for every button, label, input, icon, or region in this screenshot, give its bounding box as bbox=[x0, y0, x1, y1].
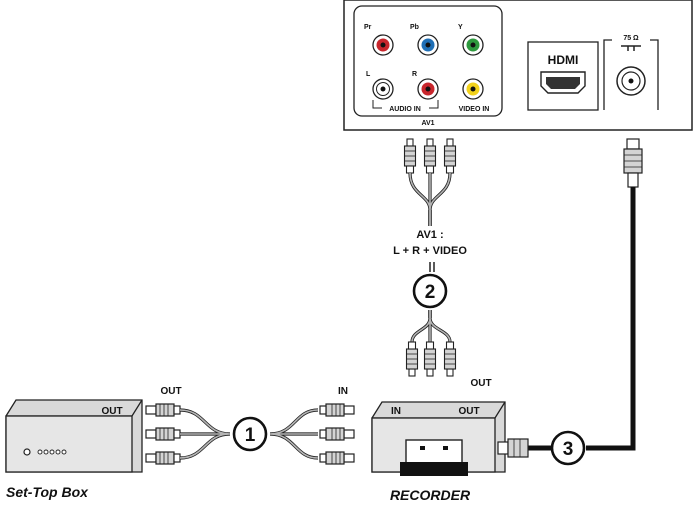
marker-1-number: 1 bbox=[245, 425, 256, 446]
video-in-label: VIDEO IN bbox=[459, 106, 490, 113]
marker-3-number: 3 bbox=[563, 439, 574, 460]
rca-plug-bottom-1 bbox=[405, 341, 419, 377]
recorder-name: RECORDER bbox=[390, 487, 471, 503]
recorder-out-port-label: OUT bbox=[458, 406, 479, 417]
label-pb: Pb bbox=[410, 24, 419, 31]
label-pr: Pr bbox=[364, 24, 372, 31]
rca-plug-bottom-2 bbox=[423, 341, 437, 377]
antenna-ohm-label: 75 Ω bbox=[623, 35, 639, 42]
tv-back-panel: Pr Pb Y L R AUDIO IN VIDEO IN AV1 bbox=[343, 0, 693, 131]
label-y: Y bbox=[458, 24, 463, 31]
antenna-cable-3 bbox=[497, 138, 643, 458]
settop-out-above: OUT bbox=[160, 386, 181, 397]
jack-video[interactable] bbox=[462, 78, 484, 100]
jack-audio-r[interactable] bbox=[417, 78, 439, 100]
cable-label-line1: AV1 : bbox=[416, 229, 443, 241]
settop-out-port-label: OUT bbox=[101, 406, 122, 417]
av1-jack-group bbox=[353, 5, 503, 117]
av-cable-1 bbox=[145, 403, 355, 465]
audio-in-label: AUDIO IN bbox=[389, 106, 421, 113]
marker-1: 1 bbox=[232, 416, 268, 452]
label-r: R bbox=[412, 71, 417, 78]
rca-plug-top-3 bbox=[443, 138, 457, 174]
recorder: IN OUT bbox=[371, 401, 506, 476]
jack-y[interactable] bbox=[462, 34, 484, 56]
rca-plug-top-1 bbox=[403, 138, 417, 174]
av1-panel-label: AV1 bbox=[421, 120, 434, 127]
settop-name: Set-Top Box bbox=[6, 484, 89, 500]
jack-pr[interactable] bbox=[372, 34, 394, 56]
hdmi-port[interactable]: HDMI bbox=[527, 41, 599, 111]
label-l: L bbox=[366, 71, 371, 78]
marker-2: 2 bbox=[412, 273, 448, 309]
antenna-port[interactable]: 75 Ω bbox=[603, 35, 659, 110]
jack-audio-l[interactable] bbox=[372, 78, 394, 100]
recorder-in-port-label: IN bbox=[391, 406, 401, 417]
cable-label-line2: L + R + VIDEO bbox=[393, 245, 467, 257]
recorder-out-above: OUT bbox=[470, 378, 491, 389]
jack-pb[interactable] bbox=[417, 34, 439, 56]
marker-2-number: 2 bbox=[425, 282, 436, 303]
rca-plug-bottom-3 bbox=[443, 341, 457, 377]
marker-3: 3 bbox=[550, 430, 586, 466]
av-cable-2 bbox=[403, 138, 457, 377]
recorder-in-above: IN bbox=[338, 386, 348, 397]
set-top-box: OUT bbox=[5, 399, 143, 473]
rca-plug-top-2 bbox=[423, 138, 437, 174]
hdmi-label: HDMI bbox=[548, 53, 579, 67]
